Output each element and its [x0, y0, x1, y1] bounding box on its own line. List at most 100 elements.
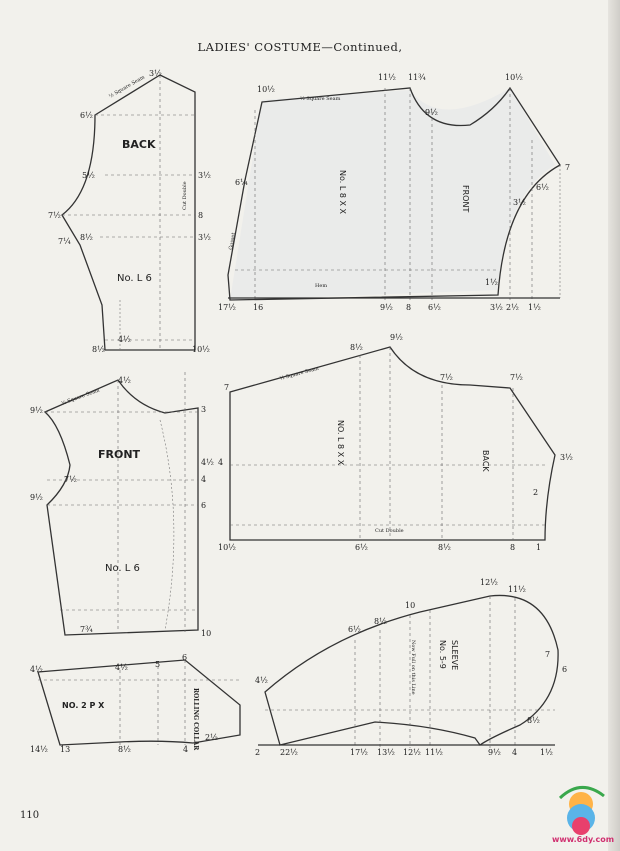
front-large-m3: 11¾ — [408, 73, 426, 82]
back-large-m8: 3½ — [560, 453, 573, 462]
front-large-pattern: No. L 8 X X FRONT Hem ½ Square Seam Guss… — [218, 73, 570, 312]
back-m7: 8½ — [80, 233, 93, 242]
collar-m2: 4½ — [115, 663, 128, 672]
collar-m4: 6 — [182, 653, 187, 662]
back-piece-name: BACK — [122, 138, 156, 151]
front-m1: 4½ — [118, 376, 131, 385]
back-large-fold: Cut Double — [375, 528, 404, 534]
sleeve-m8: 6 — [562, 665, 567, 674]
front-m2: 9½ — [30, 406, 43, 415]
front-m3: 3 — [201, 405, 206, 414]
sleeve-m7: 7 — [545, 650, 550, 659]
collar-m1: 4½ — [30, 665, 43, 674]
front-large-m5: 9½ — [425, 108, 438, 117]
front-large-gusset: Gusset — [228, 232, 237, 250]
back-piece-number: No. L 6 — [117, 273, 152, 284]
front-large-number: No. L 8 X X — [338, 170, 347, 214]
sleeve-m15: 11½ — [425, 748, 443, 757]
back-large-m6: 7½ — [510, 373, 523, 382]
back-m8: 7¼ — [58, 237, 71, 246]
sleeve-m13: 13½ — [377, 748, 395, 757]
front-large-name: FRONT — [461, 185, 470, 212]
sleeve-m9: 8½ — [527, 716, 540, 725]
back-large-m12: 8½ — [438, 543, 451, 552]
sleeve-note: Now Full on this Line — [410, 640, 416, 695]
collar-m8: 4 — [183, 745, 188, 754]
page-title: LADIES' COSTUME—Continued, — [197, 40, 403, 54]
site-logo-icon — [558, 786, 605, 835]
sleeve-m14: 12½ — [403, 748, 421, 757]
collar-m6: 13 — [60, 745, 70, 754]
front-m9: 7¾ — [80, 625, 93, 634]
front-pattern: FRONT No. L 6 ½ Square Seam 4½ 9½ 3 4½ 7… — [30, 372, 214, 638]
front-m5: 7½ — [64, 475, 77, 484]
back-large-number: NO. L 8 X X — [336, 420, 345, 466]
back-large-m3: 9½ — [390, 333, 403, 342]
back-m4: 3½ — [198, 171, 211, 180]
page-number: 110 — [20, 810, 40, 821]
sleeve-m3: 11½ — [508, 585, 526, 594]
front-large-hem: Hem — [315, 283, 327, 289]
back-large-pattern: NO. L 8 X X BACK Cut Double ½ Square Sea… — [218, 333, 573, 552]
back-large-m14: 1 — [536, 543, 541, 552]
back-large-seam: ½ Square Seam — [279, 365, 320, 382]
sleeve-m6: 4½ — [255, 676, 268, 685]
sleeve-number: No. 5-9 — [438, 640, 447, 669]
back-pattern: BACK No. L 6 ½ Square Seam Cut Double 3½… — [48, 69, 211, 354]
front-piece-number: No. L 6 — [105, 563, 140, 574]
back-large-m10: 10½ — [218, 543, 236, 552]
front-m7: 9½ — [30, 493, 43, 502]
back-m2: 6½ — [80, 111, 93, 120]
collar-piece-name: ROLLING COLLAR — [192, 688, 199, 751]
back-large-m11: 6½ — [355, 543, 368, 552]
collar-m7: 8½ — [118, 745, 131, 754]
sleeve-m16: 9½ — [488, 748, 501, 757]
front-large-m9: 6¼ — [235, 178, 248, 187]
back-large-name: BACK — [481, 450, 490, 472]
front-large-m2: 11½ — [378, 73, 396, 82]
back-m10: 8½ — [92, 345, 105, 354]
front-large-m10: 1½ — [485, 278, 498, 287]
front-large-m16: 3½ — [490, 303, 503, 312]
page-edge-shadow — [608, 0, 620, 851]
back-m3: 5½ — [82, 171, 95, 180]
front-large-m18: 1½ — [528, 303, 541, 312]
front-large-m6: 6½ — [536, 183, 549, 192]
front-m4: 4½ — [201, 458, 214, 467]
back-m5: 7½ — [48, 211, 61, 220]
back-m1: 3½ — [149, 69, 162, 78]
collar-m5: 14½ — [30, 745, 48, 754]
sleeve-m5: 8½ — [374, 617, 387, 626]
back-m11: 4½ — [118, 335, 131, 344]
front-large-m13: 9½ — [380, 303, 393, 312]
back-large-m7: 4 — [218, 458, 223, 467]
sleeve-m1: 10 — [405, 601, 415, 610]
sleeve-m17: 4 — [512, 748, 517, 757]
back-large-m2: 8½ — [350, 343, 363, 352]
front-large-m15: 6½ — [428, 303, 441, 312]
back-fold-label: Cut Double — [182, 181, 188, 210]
front-seam-label: ½ Square Seam — [60, 386, 101, 406]
front-m8: 6 — [201, 501, 206, 510]
watermark-url: www.6dy.com — [551, 835, 615, 844]
front-large-m12: 16 — [253, 303, 263, 312]
front-large-m11: 17½ — [218, 303, 236, 312]
sleeve-pattern: SLEEVE No. 5-9 Now Full on this Line 10 … — [255, 578, 567, 757]
front-m6: 4 — [201, 475, 206, 484]
back-m9: 3½ — [198, 233, 211, 242]
front-piece-name: FRONT — [98, 448, 141, 461]
front-large-seam: ½ Square Seam — [300, 95, 341, 102]
front-large-m14: 8 — [406, 303, 411, 312]
sleeve-m12: 17½ — [350, 748, 368, 757]
front-large-m17: 2½ — [506, 303, 519, 312]
back-m6: 8 — [198, 211, 203, 220]
front-large-m4: 10½ — [505, 73, 523, 82]
sleeve-m10: 2 — [255, 748, 260, 757]
back-m12: 10½ — [192, 345, 210, 354]
sleeve-m18: 1½ — [540, 748, 553, 757]
front-large-m8: 7 — [565, 163, 570, 172]
sleeve-m2: 12½ — [480, 578, 498, 587]
sleeve-m11: 22½ — [280, 748, 298, 757]
collar-m3: 5 — [155, 660, 160, 669]
